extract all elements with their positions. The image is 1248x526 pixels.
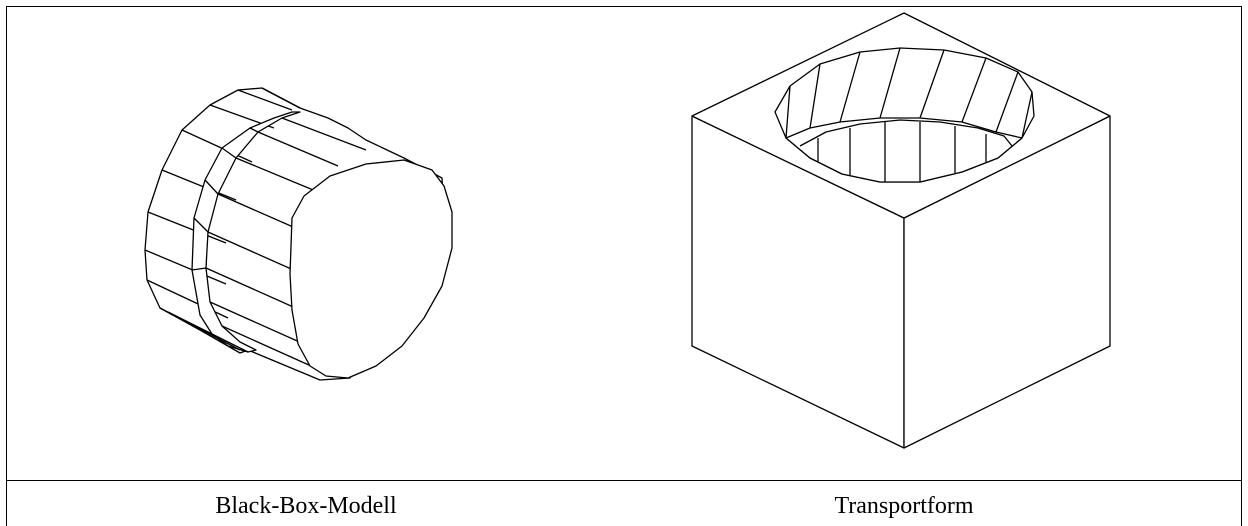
- figure-frame: [6, 6, 1242, 526]
- caption-transport-form: Transportform: [834, 493, 974, 519]
- cylindrical-plug-icon: [144, 87, 453, 381]
- cube-with-hole-icon: [691, 12, 1111, 449]
- caption-black-box-model: Black-Box-Modell: [215, 493, 397, 519]
- caption-divider: [6, 480, 1242, 481]
